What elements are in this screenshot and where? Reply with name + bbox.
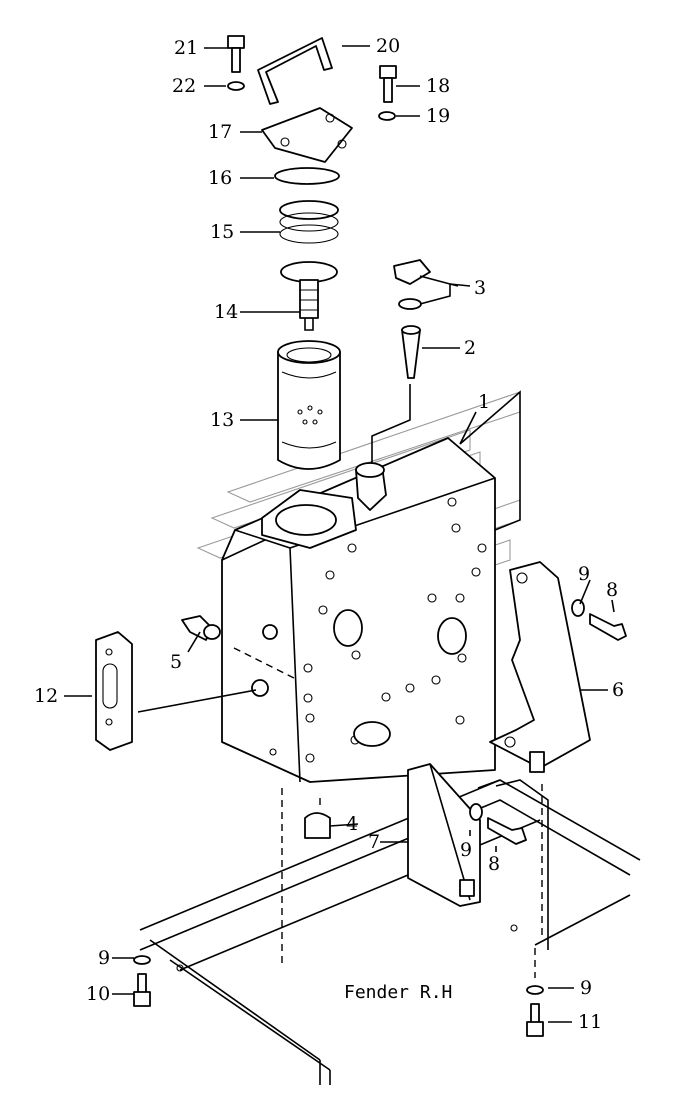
callout-4: 4: [346, 813, 358, 835]
callout-9d: 9: [580, 977, 592, 999]
bracket-right: [489, 561, 591, 773]
callout-9c: 9: [98, 947, 110, 969]
filler-cap: [393, 259, 431, 310]
callout-6: 6: [612, 679, 624, 701]
callout-12: 12: [34, 685, 58, 707]
callout-14: 14: [214, 301, 238, 323]
drain-plug: [304, 812, 331, 839]
callout-20: 20: [376, 35, 400, 57]
callout-15: 15: [210, 221, 234, 243]
filter-cover: [261, 107, 353, 163]
callout-21: 21: [174, 37, 198, 59]
callout-22: 22: [172, 75, 196, 97]
callout-10: 10: [86, 983, 110, 1005]
o-ring: [274, 167, 340, 185]
callout-labels: 1 2 3 4 5 6 7 8 8 9 9 9 9 10 11 12 13 14…: [34, 35, 624, 1033]
assembly-lines: [233, 647, 543, 978]
fender-outline: [139, 779, 641, 1085]
bracket-left: [407, 763, 481, 907]
bolts-top: [227, 35, 397, 121]
fender-caption: Fender R.H: [344, 982, 452, 1003]
assembly-frames: [459, 390, 549, 950]
callout-11: 11: [578, 1011, 602, 1033]
callout-3: 3: [474, 277, 486, 299]
hydraulic-tank: [221, 437, 496, 783]
spring: [279, 200, 339, 244]
bolts-bottom: [133, 599, 627, 1037]
callout-13: 13: [210, 409, 234, 431]
callout-19: 19: [426, 105, 450, 127]
callout-16: 16: [208, 167, 232, 189]
callout-8a: 8: [606, 579, 618, 601]
leader-lines: [64, 45, 615, 1023]
level-gauge: [95, 631, 133, 751]
callout-7: 7: [368, 831, 380, 853]
filler-strainer: [401, 325, 421, 379]
callout-5: 5: [170, 651, 182, 673]
callout-2: 2: [464, 337, 476, 359]
callout-9b: 9: [460, 839, 472, 861]
relief-valve: [280, 261, 338, 331]
callout-17: 17: [208, 121, 232, 143]
callout-1: 1: [478, 391, 490, 413]
fitting: [181, 615, 221, 641]
filter-element: [277, 340, 341, 470]
callout-9a: 9: [578, 563, 590, 585]
callout-8b: 8: [488, 853, 500, 875]
breather-pipe: [257, 37, 333, 105]
callout-18: 18: [426, 75, 450, 97]
